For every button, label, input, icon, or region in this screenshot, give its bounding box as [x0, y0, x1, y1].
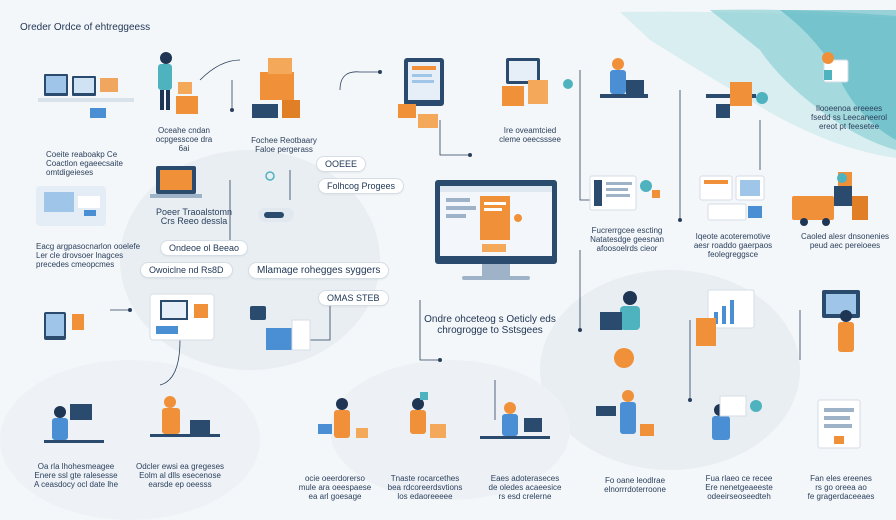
caption-bottom-7: Fua rlaeo ce recee Ere nenetgeaeeste ode…: [705, 474, 773, 501]
person-with-headset: [600, 291, 640, 368]
bg-blob: [540, 270, 800, 470]
connector-dot: [688, 398, 692, 402]
connector-line: [339, 71, 380, 91]
page-title: Oreder Ordce of ehtreggeess: [20, 22, 151, 33]
caption-mid-3: Eacg argpasocnarlon ooelefe Ler cle drov…: [36, 242, 141, 269]
person-at-desk: [600, 58, 648, 98]
connector-line: [419, 300, 440, 361]
person-walking: [822, 290, 860, 352]
dashboard-screens: [699, 175, 765, 221]
office-chair-scene: [706, 82, 768, 118]
caption-right-3: Caoled alesr dnsonenies peud aec pereioe…: [800, 232, 890, 250]
connector-dot: [678, 218, 682, 222]
bottom-scene-1: [44, 404, 104, 443]
central-monitor: [435, 180, 557, 280]
bottom-scene-7: [712, 395, 762, 440]
bottom-scene-6: [596, 390, 654, 436]
connector-line: [199, 59, 241, 81]
caption-top-1: Oceahe cndan ocpgesscoe dra 6ai: [155, 126, 213, 153]
caption-right-1: Fucrerrgcee escting Natatesdge geesnan a…: [590, 226, 664, 253]
chip-label: Ondeoe ol Beeao: [160, 240, 249, 256]
bottom-scene-4: [410, 392, 446, 438]
connector-dot: [378, 70, 382, 74]
bottom-scene-5: [480, 402, 550, 439]
connector-line: [310, 300, 331, 341]
caption-bottom-2: Odcler ewsi ea gregeses Eolm al dlls ese…: [135, 462, 225, 489]
chart-icon: [696, 289, 755, 346]
gear-icon: [265, 171, 275, 181]
connector-dot: [468, 153, 472, 157]
truck-icon: [792, 172, 868, 226]
plant-scene: [822, 52, 849, 83]
caption-bottom-4: Tnaste rocarcethes bea rdcoreerdsvtions …: [387, 474, 463, 501]
workstation-scene: [149, 293, 215, 341]
caption-mid-1: Coeite reaboakp Ce Coactlon egaeecsaite …: [46, 150, 123, 177]
bottom-scene-3: [318, 398, 368, 438]
server-scene: [250, 306, 311, 351]
caption-top-right: Ilooeenoa ereeees fsedd ss Leecaneerol e…: [810, 104, 888, 131]
tablet-scene: [398, 58, 444, 128]
caption-bottom-8: Fan eles ereenes rs go oreea ao fe grage…: [807, 474, 875, 501]
caption-right-2: Iqeote acoteremotive aesr roaddo gaerpao…: [693, 232, 773, 259]
phone-scene: [502, 58, 573, 106]
person-with-boxes: [158, 52, 198, 114]
document-screen-right: [589, 175, 660, 211]
connector-dot: [578, 328, 582, 332]
caption-top-3: Ire oveamtcied cleme oeecsssee: [499, 126, 561, 144]
chip-label: Mlamage rohegges syggers: [248, 262, 390, 279]
connector-dot: [128, 308, 132, 312]
chip-label: OMAS STEB: [318, 290, 389, 306]
bg-blob: [0, 360, 260, 520]
caption-bottom-1: Oa rla lhohesmeagee Enere ssl gte ralese…: [33, 462, 119, 489]
computer-panel-left: [36, 186, 106, 226]
chip-label: Folhcog Progees: [318, 178, 405, 194]
desk-scene: [38, 74, 134, 118]
connector-line: [159, 339, 181, 386]
chip-label: Ondre ohceteog s Oeticly eds chrogrogge …: [424, 314, 556, 336]
caption-bottom-3: ocie oeerdorerso mule ara oeespaese ea a…: [298, 474, 372, 501]
bottom-scene-2: [150, 396, 220, 437]
toggle-pill: [258, 208, 294, 222]
boxes-laptop: [252, 58, 300, 118]
caption-mid-2: Poeer Traoalstomn Crs Reeo dessla: [155, 207, 233, 226]
connector-dot: [230, 108, 234, 112]
connector-line: [439, 120, 470, 156]
connector-dot: [438, 358, 442, 362]
caption-bottom-5: Eaes adoteraseces de oledes acaeesice rs…: [488, 474, 562, 501]
laptop-orange-screen: [150, 166, 202, 198]
bottom-scene-8: [817, 399, 861, 449]
caption-bottom-6: Fo oane leodlrae elnorrrdoterroone: [604, 476, 666, 494]
chip-label: Owoiclne nd Rs8D: [140, 262, 233, 278]
chip-label: OOEEE: [316, 156, 367, 172]
monitor-icon-small: [44, 312, 84, 340]
caption-top-2: Fochee Reotbaary Faloe pergerass: [251, 136, 317, 154]
